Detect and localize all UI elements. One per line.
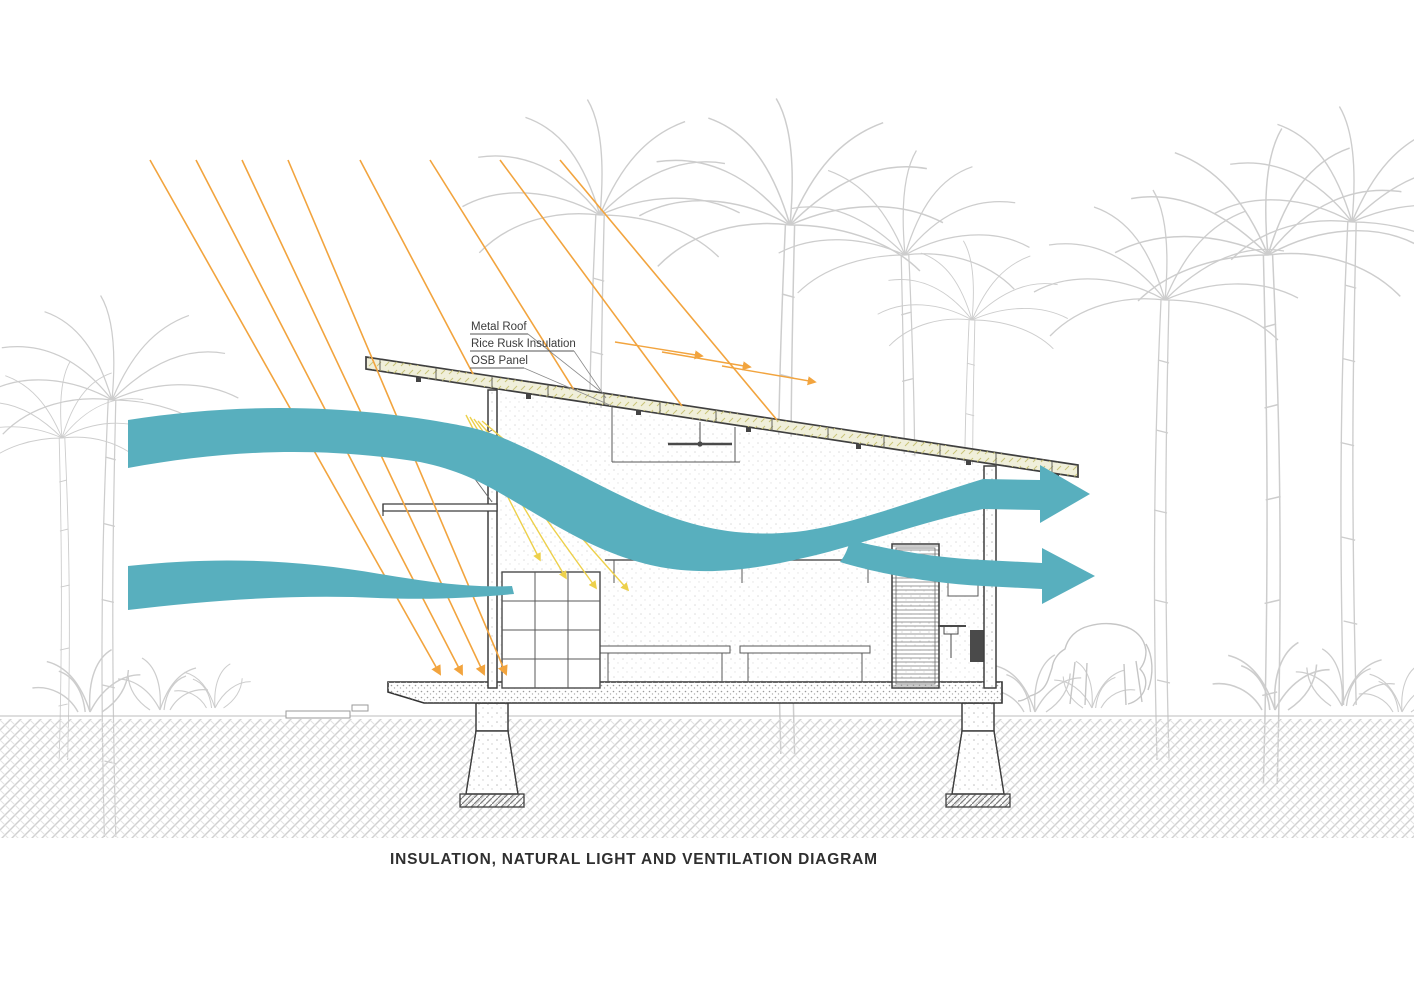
reflected-ray bbox=[614, 341, 704, 360]
bench bbox=[739, 645, 871, 682]
paver bbox=[351, 704, 369, 712]
sun-ray bbox=[559, 159, 778, 421]
shrub-icon bbox=[1053, 660, 1136, 709]
diagram-title: INSULATION, NATURAL LIGHT AND VENTILATIO… bbox=[390, 851, 878, 868]
shrub-icon bbox=[1211, 641, 1331, 711]
ground-hatch bbox=[0, 719, 1414, 838]
building-section bbox=[365, 356, 1079, 808]
shrub-icon bbox=[117, 657, 209, 711]
shrub-icon bbox=[173, 663, 252, 709]
shrub-icon bbox=[1295, 648, 1396, 707]
roof-panel-ticks bbox=[379, 359, 1053, 473]
leader-line bbox=[523, 367, 613, 407]
airflow-band-upper bbox=[128, 408, 1090, 572]
footing-right bbox=[945, 702, 1011, 808]
hanging-light-track bbox=[611, 406, 740, 463]
roof-layer-annotations: Metal Roof Rice Rusk Insulation OSB Pane… bbox=[470, 321, 613, 407]
sun-ray bbox=[359, 159, 474, 375]
roof-layer-label: Metal Roof bbox=[471, 321, 527, 333]
airflow-band-lower-intake bbox=[128, 560, 514, 610]
shrub-icon bbox=[31, 648, 142, 713]
sun-ray bbox=[499, 159, 683, 407]
shrub-icon bbox=[1358, 664, 1414, 713]
roof-layer-label: Rice Rusk Insulation bbox=[471, 338, 576, 350]
paver bbox=[285, 710, 351, 719]
sink-icon bbox=[938, 625, 966, 658]
reflected-sun-arrows bbox=[614, 341, 817, 386]
reflected-ray bbox=[721, 365, 817, 386]
ceiling-fan-icon bbox=[668, 422, 732, 447]
roof-layer-label: OSB Panel bbox=[471, 355, 528, 367]
window-grid bbox=[501, 571, 601, 689]
palm-tree-icon bbox=[1213, 105, 1414, 706]
ground bbox=[0, 704, 1414, 838]
airflow bbox=[128, 408, 1095, 610]
footing-left bbox=[459, 702, 525, 808]
horse-figure bbox=[1017, 622, 1153, 706]
airflow-arrow-lower-exit bbox=[840, 540, 1095, 604]
reflected-ray bbox=[661, 351, 752, 371]
leader-line bbox=[573, 350, 607, 399]
leader-line bbox=[527, 333, 601, 392]
roof-assembly bbox=[365, 356, 1079, 479]
